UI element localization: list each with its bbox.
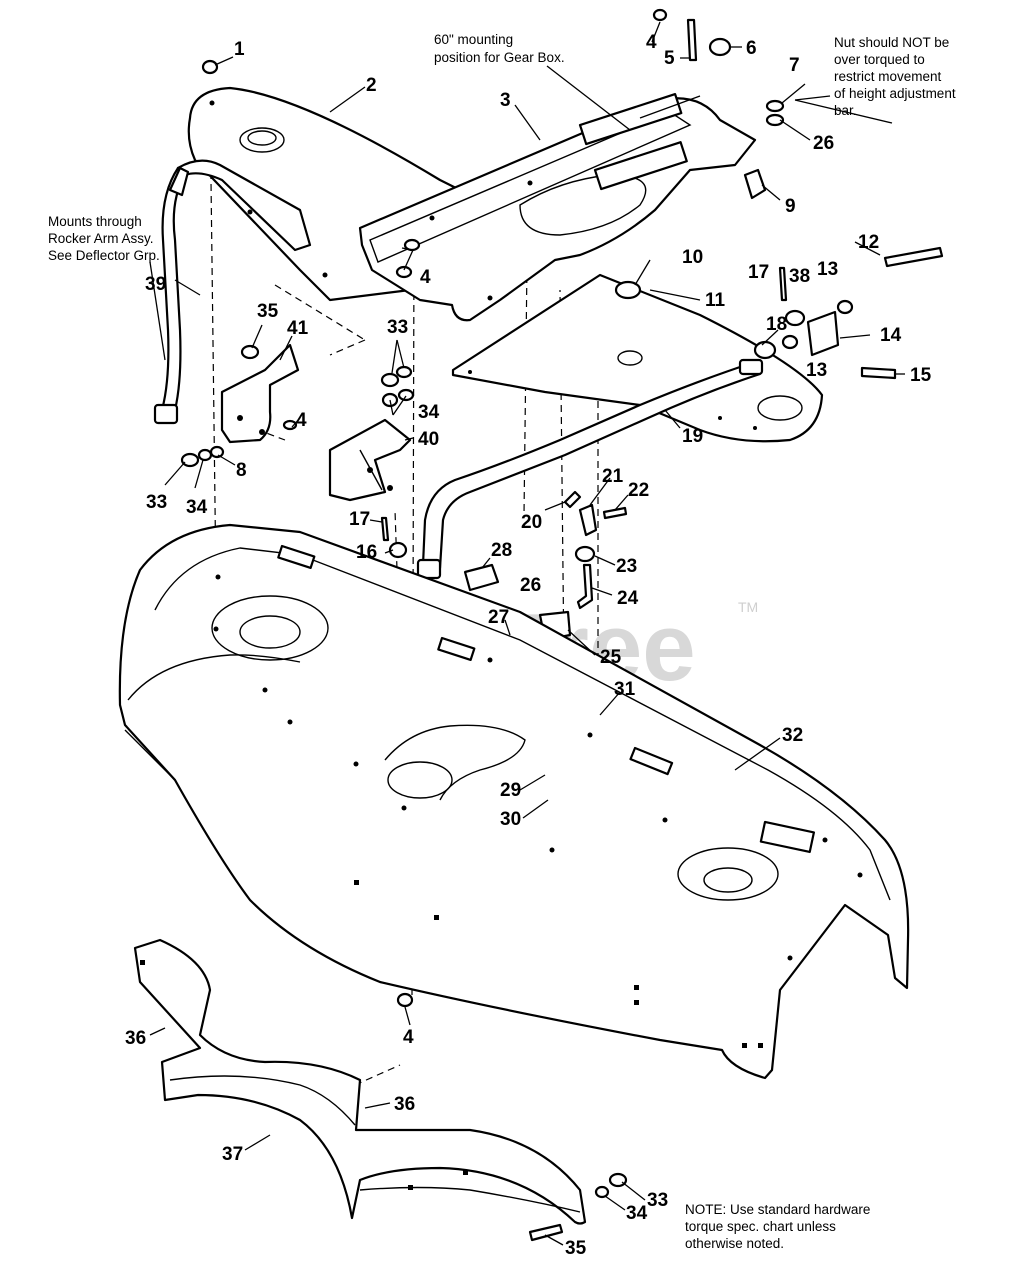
callout-29: 29 bbox=[500, 780, 521, 801]
part-32-deck bbox=[118, 523, 910, 1080]
callout-41: 41 bbox=[287, 318, 309, 339]
callout-30: 30 bbox=[500, 809, 521, 830]
note-nut-line-4: of height adjustment bbox=[834, 86, 956, 101]
callout-21: 21 bbox=[602, 466, 624, 487]
callout-3: 3 bbox=[500, 90, 511, 111]
callout-11: 11 bbox=[705, 290, 726, 311]
callout-6: 6 bbox=[746, 38, 757, 59]
callout-5: 5 bbox=[664, 48, 675, 69]
callout-9: 9 bbox=[785, 196, 796, 217]
callout-16: 16 bbox=[356, 542, 377, 563]
callout-33-mid: 33 bbox=[387, 317, 408, 338]
part-3-mount-plate bbox=[358, 92, 757, 322]
callout-31: 31 bbox=[614, 679, 636, 700]
callout-7: 7 bbox=[789, 55, 800, 76]
callout-32: 32 bbox=[782, 725, 803, 746]
callout-13-bottom: 13 bbox=[806, 360, 827, 381]
callout-labels: 1 2 3 4 4 4 4 5 6 7 26 9 10 11 12 13 13 … bbox=[125, 32, 932, 1259]
part-19-bar bbox=[416, 358, 764, 580]
callout-36-right: 36 bbox=[394, 1094, 415, 1115]
callout-26-top: 26 bbox=[813, 133, 834, 154]
callout-19: 19 bbox=[682, 426, 703, 447]
note-hardware-line-3: otherwise noted. bbox=[685, 1236, 784, 1251]
callout-12: 12 bbox=[858, 232, 879, 253]
callout-22: 22 bbox=[628, 480, 649, 501]
callout-28: 28 bbox=[491, 540, 512, 561]
callout-17-top: 17 bbox=[748, 262, 769, 283]
leader-lines bbox=[149, 21, 905, 1246]
callout-24: 24 bbox=[617, 588, 639, 609]
part-40-bracket bbox=[328, 418, 412, 502]
callout-34-mid: 34 bbox=[418, 402, 440, 423]
callout-25: 25 bbox=[600, 647, 622, 668]
callout-4-top: 4 bbox=[646, 32, 657, 53]
callout-34-left: 34 bbox=[186, 497, 208, 518]
callout-14: 14 bbox=[880, 325, 902, 346]
callout-37: 37 bbox=[222, 1144, 243, 1165]
note-nut-line-3: restrict movement bbox=[834, 69, 942, 84]
callout-27: 27 bbox=[488, 607, 509, 628]
note-gearbox: 60" mounting position for Gear Box. bbox=[434, 32, 565, 65]
note-gearbox-line-2: position for Gear Box. bbox=[434, 50, 565, 65]
callout-4-bracket: 4 bbox=[296, 410, 307, 431]
callout-23: 23 bbox=[616, 556, 637, 577]
callout-15: 15 bbox=[910, 365, 932, 386]
part-39-rod bbox=[153, 159, 312, 425]
note-rocker-line-1: Mounts through bbox=[48, 214, 142, 229]
callout-35-bottom: 35 bbox=[565, 1238, 587, 1259]
callout-36-left: 36 bbox=[125, 1028, 146, 1049]
note-hardware-line-2: torque spec. chart unless bbox=[685, 1219, 836, 1234]
callout-40: 40 bbox=[418, 429, 439, 450]
callout-10: 10 bbox=[682, 247, 703, 268]
note-rocker-line-2: Rocker Arm Assy. bbox=[48, 231, 154, 246]
part-41-bracket bbox=[220, 343, 300, 444]
callout-35-top: 35 bbox=[257, 301, 279, 322]
callout-4-plate: 4 bbox=[420, 267, 431, 288]
callout-20: 20 bbox=[521, 512, 542, 533]
callout-2: 2 bbox=[366, 75, 377, 96]
callout-26-mid: 26 bbox=[520, 575, 541, 596]
callout-1: 1 bbox=[234, 39, 245, 60]
note-nut-line-5: bar. bbox=[834, 103, 857, 118]
note-hardware-line-1: NOTE: Use standard hardware bbox=[685, 1202, 870, 1217]
note-nut: Nut should NOT be over torqued to restri… bbox=[834, 35, 956, 118]
note-rocker: Mounts through Rocker Arm Assy. See Defl… bbox=[48, 214, 160, 263]
callout-17-mid: 17 bbox=[349, 509, 370, 530]
callout-8: 8 bbox=[236, 460, 247, 481]
callout-38: 38 bbox=[789, 266, 810, 287]
note-rocker-line-3: See Deflector Grp. bbox=[48, 248, 160, 263]
note-nut-line-1: Nut should NOT be bbox=[834, 35, 949, 50]
callout-39: 39 bbox=[145, 274, 166, 295]
part-37-chute bbox=[133, 938, 587, 1225]
callout-18: 18 bbox=[766, 314, 787, 335]
watermark-trademark: TM bbox=[738, 599, 758, 615]
callout-33-bottom: 33 bbox=[647, 1190, 668, 1211]
callout-34-bottom: 34 bbox=[626, 1203, 648, 1224]
note-gearbox-line-1: 60" mounting bbox=[434, 32, 513, 47]
note-hardware: NOTE: Use standard hardware torque spec.… bbox=[685, 1202, 870, 1251]
note-nut-line-2: over torqued to bbox=[834, 52, 925, 67]
callout-33-left: 33 bbox=[146, 492, 167, 513]
callout-4-deck: 4 bbox=[403, 1027, 414, 1048]
callout-13-top: 13 bbox=[817, 259, 838, 280]
